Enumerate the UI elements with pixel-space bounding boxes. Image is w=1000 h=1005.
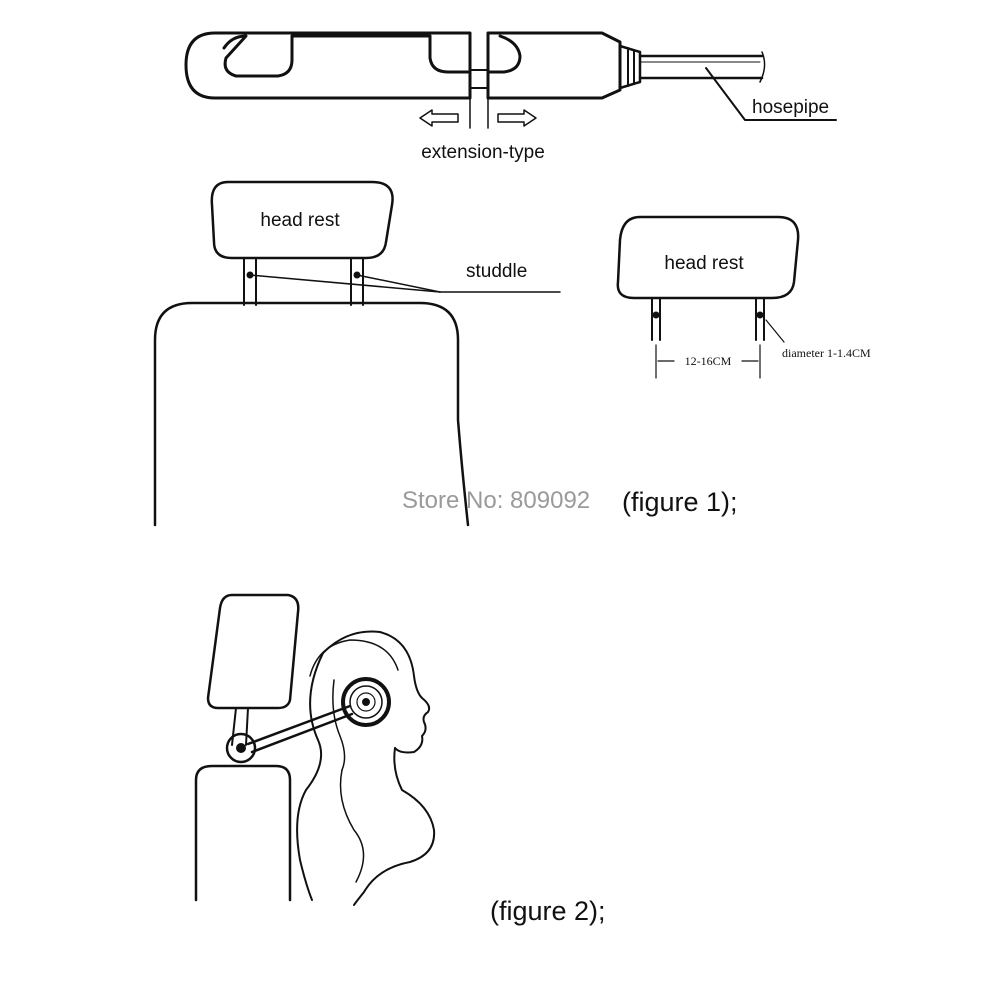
post-diameter-label: diameter 1-1.4CM [782,346,871,360]
headrest-detail [616,215,800,379]
figure1-caption: (figure 1); [622,487,738,517]
figure2-caption: (figure 2); [490,896,606,926]
headrest-label: head rest [260,210,340,231]
extend-left-arrow-icon [419,109,459,127]
seat-with-person [194,593,436,906]
headrest-mount-bracket [184,31,837,129]
seat-with-headrest [153,180,561,527]
extension-type-label: extension-type [421,142,545,163]
store-watermark: Store No: 809092 [402,487,590,514]
studdle-label: studdle [466,261,527,282]
hosepipe-label: hosepipe [752,97,829,118]
headrest-detail-label: head rest [664,253,744,274]
post-spacing-label: 12-16CM [685,354,732,368]
extend-right-arrow-icon [497,109,537,127]
